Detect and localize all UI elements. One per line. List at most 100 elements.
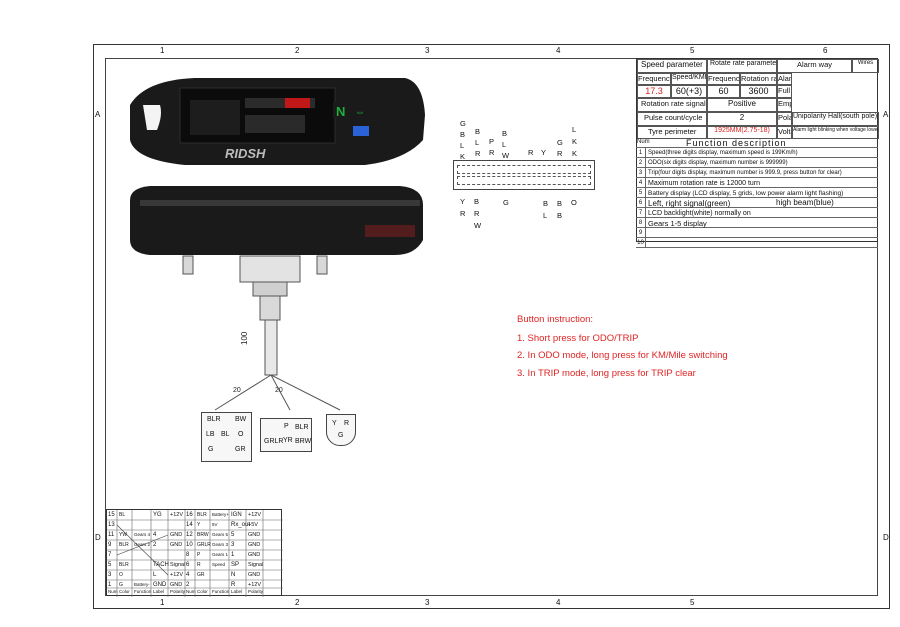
voltage-value: Alarm light blinking when voltage lower …: [792, 126, 879, 139]
pin-table-cell: BLR: [119, 562, 129, 568]
alarm-label: Alarm: [777, 73, 792, 85]
column-number: 2: [295, 46, 300, 55]
pin-table-cell: 14: [186, 522, 193, 528]
pin-table-cell: +12V: [248, 512, 261, 518]
pin-table-cell: G: [119, 582, 123, 588]
pin-label: Y: [332, 420, 337, 427]
pin-table-cell: GND: [170, 542, 183, 548]
column-number: 5: [690, 46, 695, 55]
connector-3: Y R G: [326, 414, 356, 446]
pin-table-cell: GND: [170, 582, 183, 588]
pin-table-cell: R: [231, 582, 236, 588]
voltage-label: Voltage: [777, 126, 792, 139]
brand-logo: RIDSH: [225, 146, 266, 161]
pin-table-header: Num: [186, 589, 196, 594]
pin-table-header: Function: [212, 589, 230, 594]
row-letter: A: [883, 110, 889, 119]
column-number-bottom: 5: [690, 598, 695, 607]
pin-table-cell: GR: [197, 572, 205, 578]
pin-label: BRW: [295, 438, 312, 445]
wire-color: R: [528, 148, 534, 157]
pin-table-cell: O: [119, 572, 123, 578]
rotation-signal-value: Positive: [707, 98, 777, 112]
pin-table-cell: +12V: [170, 572, 183, 578]
row-letter: D: [883, 533, 889, 542]
pin-table-cell: BRW: [197, 532, 209, 538]
pin-label: YR: [283, 437, 293, 444]
function-row: 10: [636, 238, 878, 248]
connector-2: P BLR GRLR YR BRW: [260, 418, 312, 452]
pin-table-cell: 11: [108, 532, 115, 538]
indicator-neutral-bg: [333, 102, 349, 118]
wires-header: Wires: [852, 59, 879, 73]
full-fuel-label: Full fuel: [777, 85, 792, 98]
pin-table-cell: 1: [231, 552, 235, 558]
pin-table-cell: GRLR: [197, 542, 211, 548]
button-instruction-title: Button instruction:: [517, 314, 594, 325]
pin-table-cell: 2: [186, 582, 190, 588]
neutral-indicator: N: [336, 104, 345, 119]
pin-table-header: Num: [108, 589, 118, 594]
pin-table-cell: GND: [248, 532, 261, 538]
branch-length: 20: [233, 387, 241, 394]
pin-table-cell: IGN: [231, 512, 242, 518]
pin-table-cell: 8: [186, 552, 190, 558]
pin-table-cell: 1: [108, 582, 112, 588]
row-letter: A: [95, 110, 101, 119]
pin-table-cell: 3: [108, 572, 112, 578]
column-number: 1: [160, 46, 165, 55]
pin-label: O: [238, 431, 244, 438]
pin-table-cell: GND: [170, 532, 183, 538]
lcd-redline: [285, 98, 310, 108]
tyre-value: 1925MM(2.75-18): [707, 126, 777, 139]
pin-table-cell: BLR: [119, 542, 129, 548]
column-number-bottom: 3: [425, 598, 430, 607]
pin-table-cell: 4: [153, 532, 157, 538]
pin-table-cell: YW: [119, 532, 128, 538]
freq-hz-label: Frequency/HZ: [637, 73, 671, 85]
button-instruction-item: 2. In ODO mode, long press for KM/Mile s…: [517, 350, 728, 361]
pin-table-cell: 12: [186, 532, 193, 538]
pin-label: G: [208, 446, 214, 453]
wire-color: Y: [541, 148, 547, 157]
pin-table-cell: L: [153, 572, 157, 578]
pin-label: R: [344, 420, 350, 427]
pin-table-cell: TACH: [153, 562, 169, 568]
function-row: 9: [636, 228, 878, 238]
pin-table-cell: 10: [186, 542, 193, 548]
row-letter: D: [95, 533, 101, 542]
frequency-value: 17.3: [637, 85, 671, 98]
pin-table-cell: Signal: [248, 562, 264, 568]
pin-table-cell: 16: [186, 512, 193, 518]
function-header: Function description: [686, 138, 787, 148]
pin-table-cell: GND: [248, 572, 261, 578]
pin-label: LB: [206, 431, 215, 438]
pin-table-cell: Gears 1: [212, 552, 229, 557]
pin-table-cell: Rx_out: [231, 522, 251, 528]
pin-label: BL: [221, 431, 230, 438]
pin-table-cell: YG: [153, 512, 162, 518]
pin-label: BW: [235, 416, 247, 423]
wire-color: O: [571, 198, 577, 207]
drawing-border-inner: [105, 58, 878, 596]
polarity-label: Polarity: [777, 112, 792, 126]
pin-table-cell: +5V: [248, 522, 258, 528]
pin-table-cell: 13: [108, 522, 115, 528]
speed-value: 60(+3): [671, 85, 707, 98]
pin-table-cell: GND: [248, 552, 261, 558]
pin-table-cell: Battery-: [134, 582, 150, 587]
function-header-row: Num Function description: [636, 138, 878, 148]
pin-table-cell: 4: [186, 572, 190, 578]
lcd-odometer: [245, 115, 305, 133]
pulse-label: Pulse count/cycle: [637, 112, 707, 126]
pin-label: BLR: [295, 424, 309, 431]
pin-table-header: Polarity: [248, 589, 264, 594]
main-cable: [264, 319, 278, 376]
pin-table-cell: 15: [108, 512, 115, 518]
